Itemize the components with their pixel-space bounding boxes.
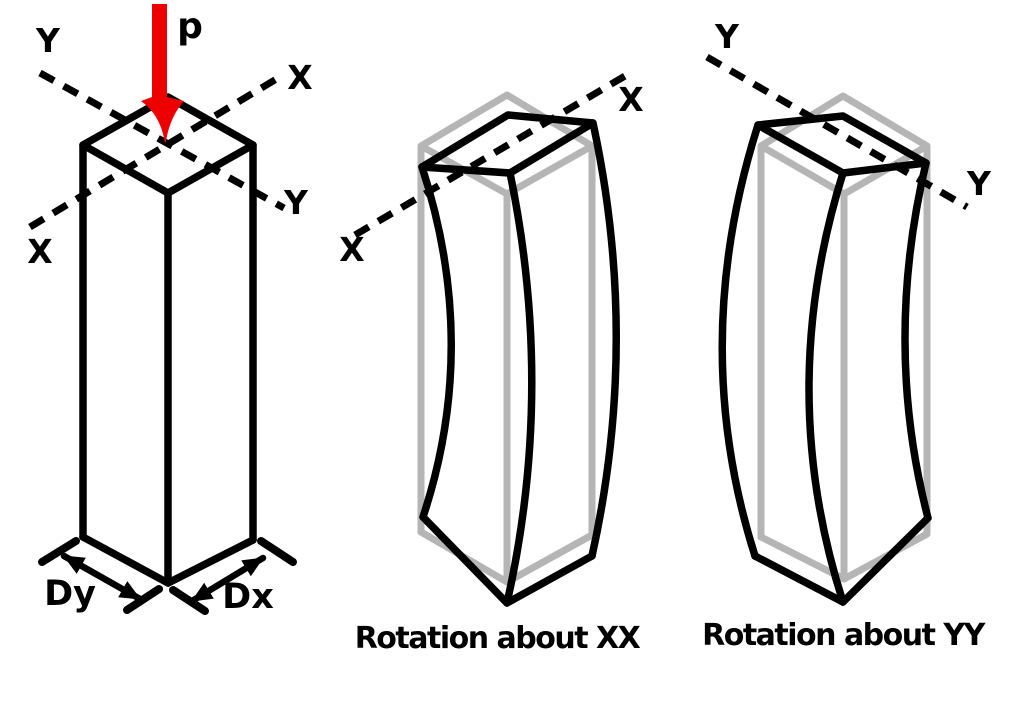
dimension-label-dy: Dy [44, 574, 96, 614]
dimension-tick [257, 537, 297, 566]
figure-rotation-yy: Y Y Rotation about YY [702, 17, 992, 653]
dimension-dx: Dx [169, 537, 297, 617]
caption-rotation-yy: Rotation about YY [702, 618, 987, 653]
axis-label-y-bottomright: Y [283, 183, 309, 222]
axis-yy-dashed-line [38, 69, 286, 212]
axis-xx-dashed-line [353, 72, 627, 239]
caption-rotation-xx: Rotation about XX [355, 621, 641, 656]
axis-label-x-bottomleft: X [27, 232, 52, 271]
buckled-top-face [754, 112, 930, 177]
load-arrow-icon [141, 4, 184, 143]
buckled-column [718, 112, 932, 606]
dimension-label-dx: Dx [222, 577, 274, 617]
ghost-column [757, 92, 931, 583]
buckled-edge-right [588, 119, 620, 560]
axis-yy-dashed-line [705, 53, 969, 211]
buckled-edge-left [418, 163, 455, 521]
buckled-column [418, 111, 620, 607]
buckled-edge-front [805, 169, 847, 606]
axis-xx-dashed-line [28, 71, 285, 231]
dimension-arrow-dy [60, 552, 144, 603]
axis-label-y-topleft: Y [35, 21, 61, 60]
dimension-dy: Dy [38, 537, 163, 614]
axis-label-y-left: Y [714, 17, 740, 56]
axis-label-x-topright: X [287, 58, 312, 97]
dimension-tick [123, 585, 163, 614]
dimension-tick [38, 537, 80, 566]
buckled-base-edges [751, 514, 932, 606]
buckled-edge-left [718, 121, 762, 560]
dimension-arrow-dx [188, 554, 267, 605]
column-base-edges [79, 533, 257, 587]
axis-label-y-right: Y [966, 164, 992, 203]
load-label: p [177, 6, 203, 47]
axis-label-x-right: X [618, 80, 643, 119]
buckled-edge-right [901, 159, 932, 522]
axis-label-x-left: X [339, 230, 364, 269]
figure-loaded-column: Y X X Y p Dy Dx [27, 4, 313, 617]
buckled-base-edges [419, 513, 596, 607]
figure-rotation-xx: X X Rotation about XX [339, 72, 644, 656]
buckled-edge-front [503, 169, 536, 607]
